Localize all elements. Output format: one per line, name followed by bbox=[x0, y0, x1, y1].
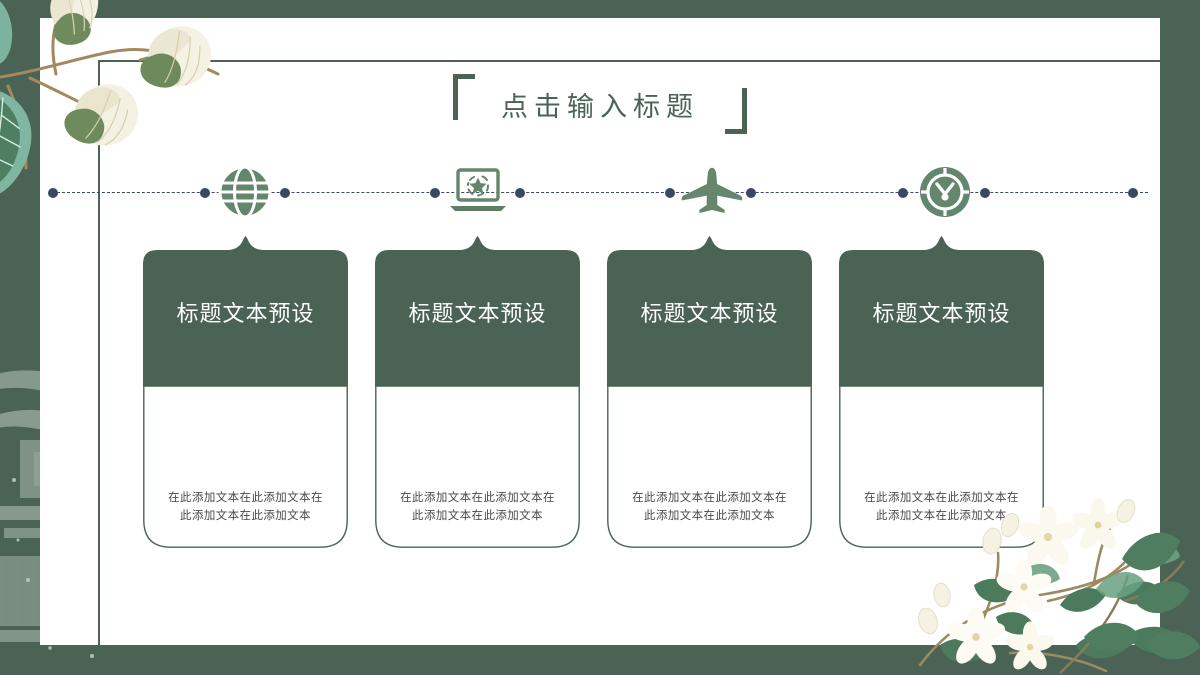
card-shape bbox=[375, 236, 580, 548]
timeline-dot bbox=[1128, 188, 1138, 198]
timeline-dashed-line bbox=[52, 192, 1148, 193]
timeline-dot bbox=[280, 188, 290, 198]
timeline-dot bbox=[746, 188, 756, 198]
card-body: 在此添加文本在此添加文本在此添加文本在此添加文本 bbox=[168, 491, 323, 523]
timeline-dot bbox=[430, 188, 440, 198]
timeline-dot bbox=[665, 188, 675, 198]
card-shape bbox=[607, 236, 812, 548]
card-heading: 标题文本预设 bbox=[872, 301, 1011, 326]
info-card[interactable]: 标题文本预设 在此添加文本在此添加文本在此添加文本在此添加文本 bbox=[375, 236, 580, 548]
info-card[interactable]: 标题文本预设 在此添加文本在此添加文本在此添加文本在此添加文本 bbox=[607, 236, 812, 548]
card-body: 在此添加文本在此添加文本在此添加文本在此添加文本 bbox=[400, 491, 555, 523]
card-shape bbox=[839, 236, 1044, 548]
timeline-dot bbox=[48, 188, 58, 198]
card-heading: 标题文本预设 bbox=[408, 301, 547, 326]
card-body: 在此添加文本在此添加文本在此添加文本在此添加文本 bbox=[864, 491, 1019, 523]
title-bracket-right bbox=[725, 88, 747, 134]
card-body: 在此添加文本在此添加文本在此添加文本在此添加文本 bbox=[632, 491, 787, 523]
timeline-dot bbox=[515, 188, 525, 198]
timeline-dot bbox=[898, 188, 908, 198]
timeline-dot bbox=[980, 188, 990, 198]
card-list: 标题文本预设 在此添加文本在此添加文本在此添加文本在此添加文本 标题文本预设 在… bbox=[143, 236, 1073, 548]
title-text: 点击输入标题 bbox=[501, 91, 699, 122]
info-card[interactable]: 标题文本预设 在此添加文本在此添加文本在此添加文本在此添加文本 bbox=[839, 236, 1044, 548]
info-card[interactable]: 标题文本预设 在此添加文本在此添加文本在此添加文本在此添加文本 bbox=[143, 236, 348, 548]
card-shape bbox=[143, 236, 348, 548]
page-title: 点击输入标题 bbox=[40, 74, 1160, 134]
card-heading: 标题文本预设 bbox=[640, 301, 779, 326]
title-bracket-left bbox=[453, 74, 475, 120]
timeline bbox=[40, 188, 1160, 198]
card-heading: 标题文本预设 bbox=[176, 301, 315, 326]
timeline-dot bbox=[200, 188, 210, 198]
